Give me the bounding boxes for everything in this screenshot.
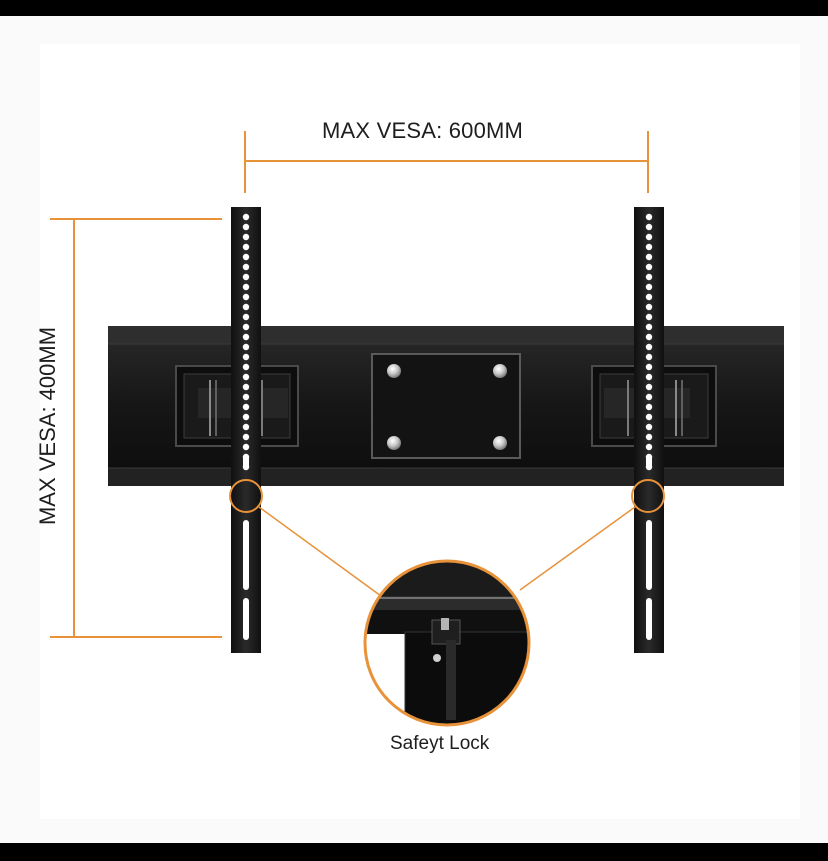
- bracket-hole: [242, 253, 250, 261]
- bracket-slot: [243, 598, 249, 640]
- vertical-dimension-line: [50, 218, 222, 638]
- horizontal-dimension-line: [244, 131, 649, 193]
- right-vertical-bracket: [634, 207, 664, 653]
- screw: [387, 436, 401, 450]
- bracket-hole: [242, 353, 250, 361]
- bracket-slot: [243, 520, 249, 590]
- bracket-hole: [242, 383, 250, 391]
- bracket-slot: [646, 520, 652, 590]
- bracket-hole: [645, 323, 653, 331]
- bracket-hole: [645, 423, 653, 431]
- bracket-hole: [645, 443, 653, 451]
- bracket-hole: [242, 303, 250, 311]
- bracket-hole: [645, 333, 653, 341]
- safety-lock-highlight: [229, 479, 665, 513]
- bracket-hole: [645, 373, 653, 381]
- bracket-hole: [645, 313, 653, 321]
- screw: [387, 364, 401, 378]
- bracket-hole: [242, 283, 250, 291]
- bracket-hole: [645, 253, 653, 261]
- horizontal-vesa-label: MAX VESA: 600MM: [322, 118, 524, 143]
- bracket-hole: [242, 373, 250, 381]
- bracket-hole: [645, 263, 653, 271]
- bracket-hole: [242, 433, 250, 441]
- bracket-hole: [242, 443, 250, 451]
- bracket-hole: [242, 243, 250, 251]
- bracket-hole: [242, 393, 250, 401]
- screw: [493, 364, 507, 378]
- bracket-slot: [646, 455, 652, 470]
- bracket-hole: [645, 303, 653, 311]
- bracket-hole: [645, 223, 653, 231]
- bracket-hole: [645, 433, 653, 441]
- screw: [493, 436, 507, 450]
- bracket-hole: [242, 233, 250, 241]
- bracket-hole: [242, 273, 250, 281]
- bracket-hole: [242, 223, 250, 231]
- bracket-hole: [645, 213, 653, 221]
- bracket-slot: [646, 598, 652, 640]
- bracket-hole: [242, 413, 250, 421]
- bracket-hole: [645, 383, 653, 391]
- bracket-hole: [242, 343, 250, 351]
- bracket-hole: [645, 243, 653, 251]
- bracket-hole: [645, 413, 653, 421]
- bracket-hole: [242, 363, 250, 371]
- left-vertical-bracket: [231, 207, 261, 653]
- bracket-hole: [242, 293, 250, 301]
- bracket-hole: [645, 393, 653, 401]
- callout-connector-lines: [258, 506, 636, 597]
- bracket-hole: [242, 423, 250, 431]
- safety-lock-zoom-callout: [363, 559, 531, 727]
- bracket-slot: [243, 455, 249, 470]
- safety-lock-label: Safeyt Lock: [390, 733, 490, 754]
- bracket-hole: [242, 403, 250, 411]
- center-mount-plate: [371, 353, 521, 459]
- bracket-hole: [645, 283, 653, 291]
- vertical-vesa-label: MAX VESA: 400MM: [35, 326, 60, 526]
- bracket-hole: [645, 363, 653, 371]
- bracket-hole: [242, 263, 250, 271]
- bracket-hole: [242, 213, 250, 221]
- bracket-hole: [645, 293, 653, 301]
- bracket-hole: [645, 343, 653, 351]
- bracket-hole: [242, 333, 250, 341]
- bracket-hole: [242, 313, 250, 321]
- bracket-hole: [645, 353, 653, 361]
- bracket-hole: [645, 233, 653, 241]
- bracket-hole: [242, 323, 250, 331]
- bracket-hole: [645, 273, 653, 281]
- bracket-hole: [645, 403, 653, 411]
